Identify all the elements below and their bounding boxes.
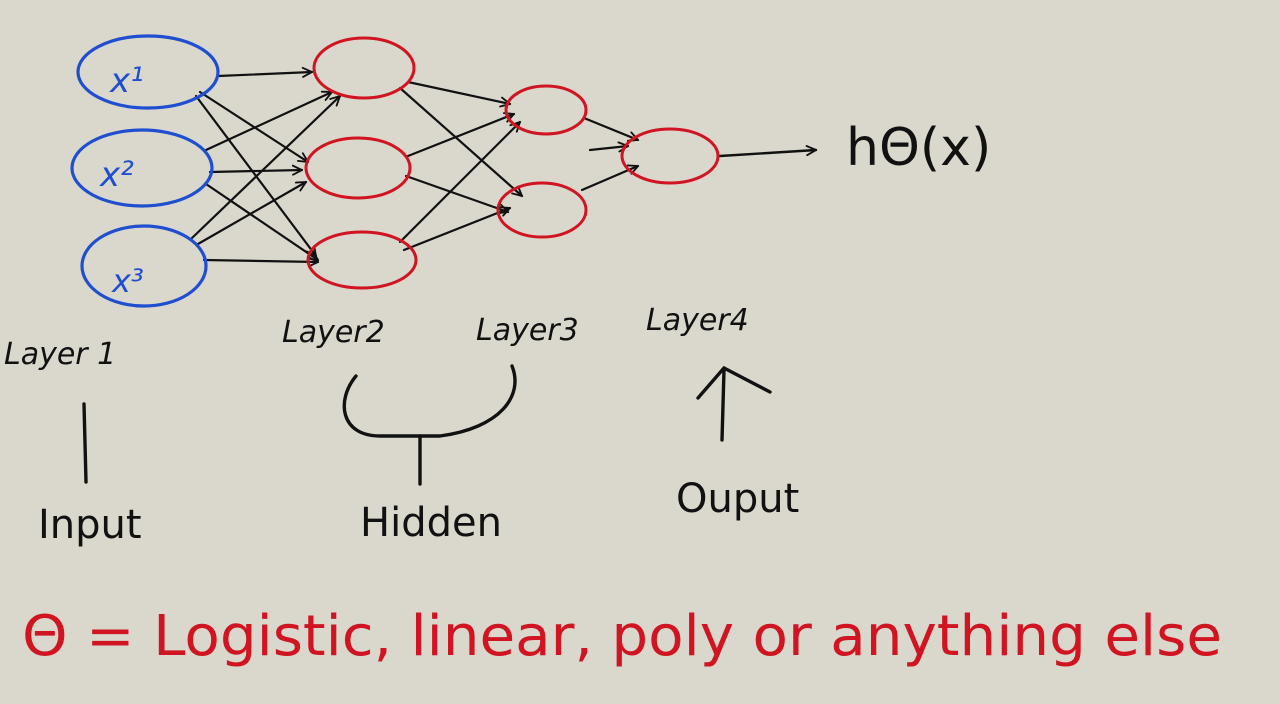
output-connector-arrow (720, 368, 726, 442)
edge (204, 182, 318, 260)
output-role-label: Ouput (676, 476, 799, 522)
output-arrow-head (696, 365, 772, 400)
edge (582, 116, 638, 140)
hidden1-node-3 (306, 230, 418, 290)
hidden-role-label: Hidden (360, 500, 502, 546)
input-node-2 (70, 128, 214, 208)
input-connector-line (82, 402, 88, 484)
edge (196, 180, 306, 246)
edge (402, 208, 510, 252)
output-function-label: hΘ(x) (846, 118, 991, 178)
layer-2-label: Layer2 (282, 315, 385, 350)
input-layer-nodes (70, 34, 220, 308)
output-node (620, 127, 720, 185)
edge (398, 86, 522, 196)
edge (190, 96, 340, 240)
other-layer-nodes (304, 36, 720, 290)
edge (398, 122, 520, 244)
edge (588, 146, 628, 150)
connections-input-to-hidden1 (190, 72, 340, 262)
output-arrow (718, 150, 816, 158)
edge (204, 92, 332, 152)
layer-4-label: Layer4 (646, 303, 749, 338)
edge (406, 114, 514, 158)
input-role-label: Input (38, 502, 142, 548)
edge (404, 174, 508, 212)
hidden2-node-1 (504, 84, 588, 136)
connections-hidden1-to-hidden2 (398, 80, 522, 252)
layer-3-label: Layer3 (476, 313, 579, 348)
hidden1-node-2 (304, 136, 412, 200)
input-label-3: x³ (111, 262, 144, 300)
theta-note: Θ = Logistic, linear, poly or anything e… (22, 604, 1222, 669)
edge (406, 80, 510, 104)
hidden-brace (342, 364, 517, 438)
input-label-2: x² (99, 155, 134, 195)
edge (216, 72, 312, 76)
edge (202, 260, 320, 262)
input-node-1 (76, 34, 220, 110)
layer-1-label: Layer 1 (4, 337, 116, 372)
input-label-1: x¹ (109, 61, 144, 101)
connections-hidden2-to-output (580, 116, 638, 192)
edge (208, 170, 304, 172)
hidden1-node-1 (312, 36, 416, 100)
input-node-3 (80, 224, 208, 308)
hidden2-node-2 (496, 181, 588, 239)
